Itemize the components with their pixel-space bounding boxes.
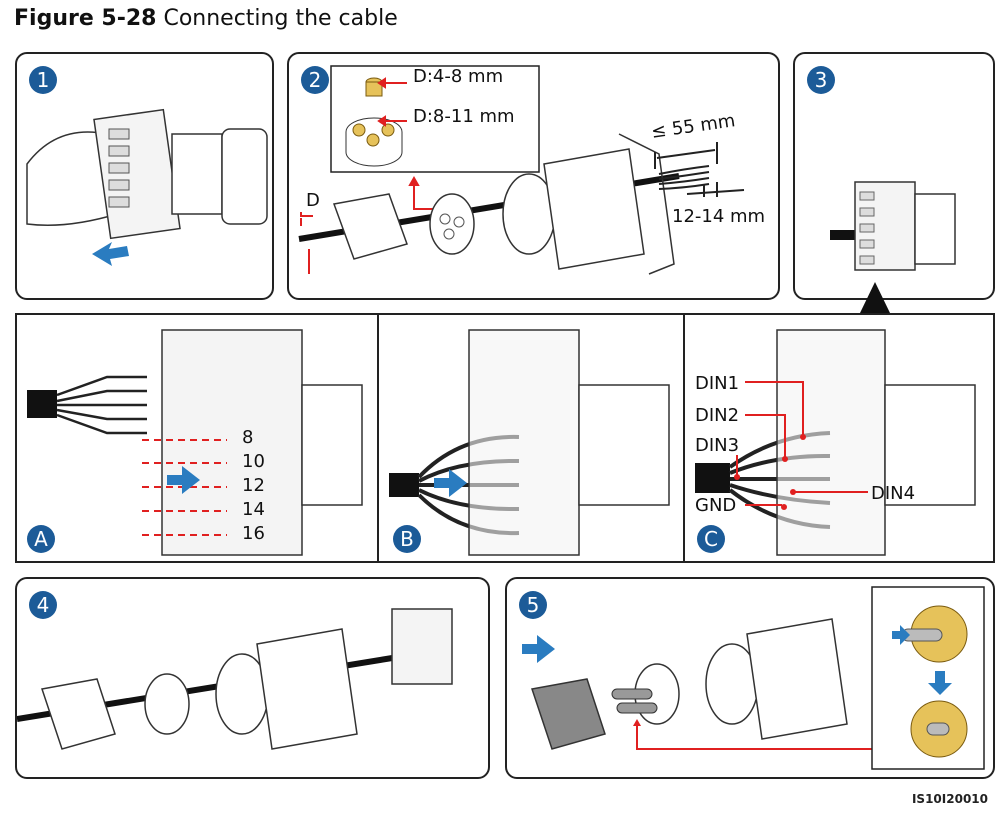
- strip-end-label: 12-14 mm: [672, 206, 766, 227]
- substep-badge-b: B: [393, 525, 421, 553]
- step-2-panel: 2 D:4-8 mm D:8-11 mm D ≤ 55 mm 12-14 mm: [287, 52, 780, 300]
- step-3-panel: 3: [793, 52, 995, 300]
- thread-cable-illustration: [17, 608, 453, 750]
- substep-c-panel: DIN1 DIN2 DIN3 DIN4 GND C: [685, 315, 993, 561]
- substep-a-panel: 8 10 12 14 16 A: [17, 315, 379, 561]
- din1-label: DIN1: [695, 373, 740, 394]
- wiring-steps-panel: 8 10 12 14 16 A B DIN1 DIN2 DI: [15, 313, 995, 563]
- step-badge-2: 2: [301, 66, 329, 94]
- din2-label: DIN2: [695, 405, 740, 426]
- zoom-pointer-icon: [860, 282, 890, 313]
- plug-unused-holes-illustration: [522, 586, 985, 770]
- insert-arrow: [434, 469, 467, 497]
- figure-title: Figure 5-28 Connecting the cable: [14, 6, 398, 31]
- din4-label: DIN4: [871, 483, 916, 504]
- substep-badge-c: C: [697, 525, 725, 553]
- pin-label-16: 16: [242, 523, 265, 544]
- substep-badge-a: A: [27, 525, 55, 553]
- unplug-terminal-illustration: [26, 108, 268, 266]
- signal-wiring-illustration: [695, 329, 976, 556]
- wires-inserted-illustration: [389, 329, 670, 556]
- figure-caption: Connecting the cable: [163, 6, 398, 31]
- pin-label-14: 14: [242, 499, 265, 520]
- pin-label-8: 8: [242, 427, 254, 448]
- figure-code: IS10I20010: [911, 792, 988, 806]
- step-badge-3: 3: [807, 66, 835, 94]
- cable-diameter-label: D: [306, 190, 320, 211]
- step-badge-4: 4: [29, 591, 57, 619]
- step-1-panel: 1: [15, 52, 274, 300]
- gnd-label: GND: [695, 495, 737, 516]
- pin-label-12: 12: [242, 475, 265, 496]
- step-badge-1: 1: [29, 66, 57, 94]
- step-4-panel: 4: [15, 577, 490, 779]
- seal-small-diameter-label: D:4-8 mm: [413, 66, 504, 87]
- figure-number: Figure 5-28: [14, 6, 157, 31]
- step-badge-5: 5: [519, 591, 547, 619]
- substep-b-panel: B: [379, 315, 685, 561]
- cable-assembly-illustration: [298, 65, 745, 275]
- step-5-panel: 5: [505, 577, 995, 779]
- insert-arrow: [167, 466, 200, 494]
- strip-insert-illustration: [27, 329, 363, 556]
- push-arrow: [522, 635, 555, 663]
- pin-label-10: 10: [242, 451, 265, 472]
- din3-label: DIN3: [695, 435, 740, 456]
- pull-arrow: [92, 242, 129, 266]
- seal-large-diameter-label: D:8-11 mm: [413, 106, 515, 127]
- assembled-terminal-illustration: [830, 181, 956, 271]
